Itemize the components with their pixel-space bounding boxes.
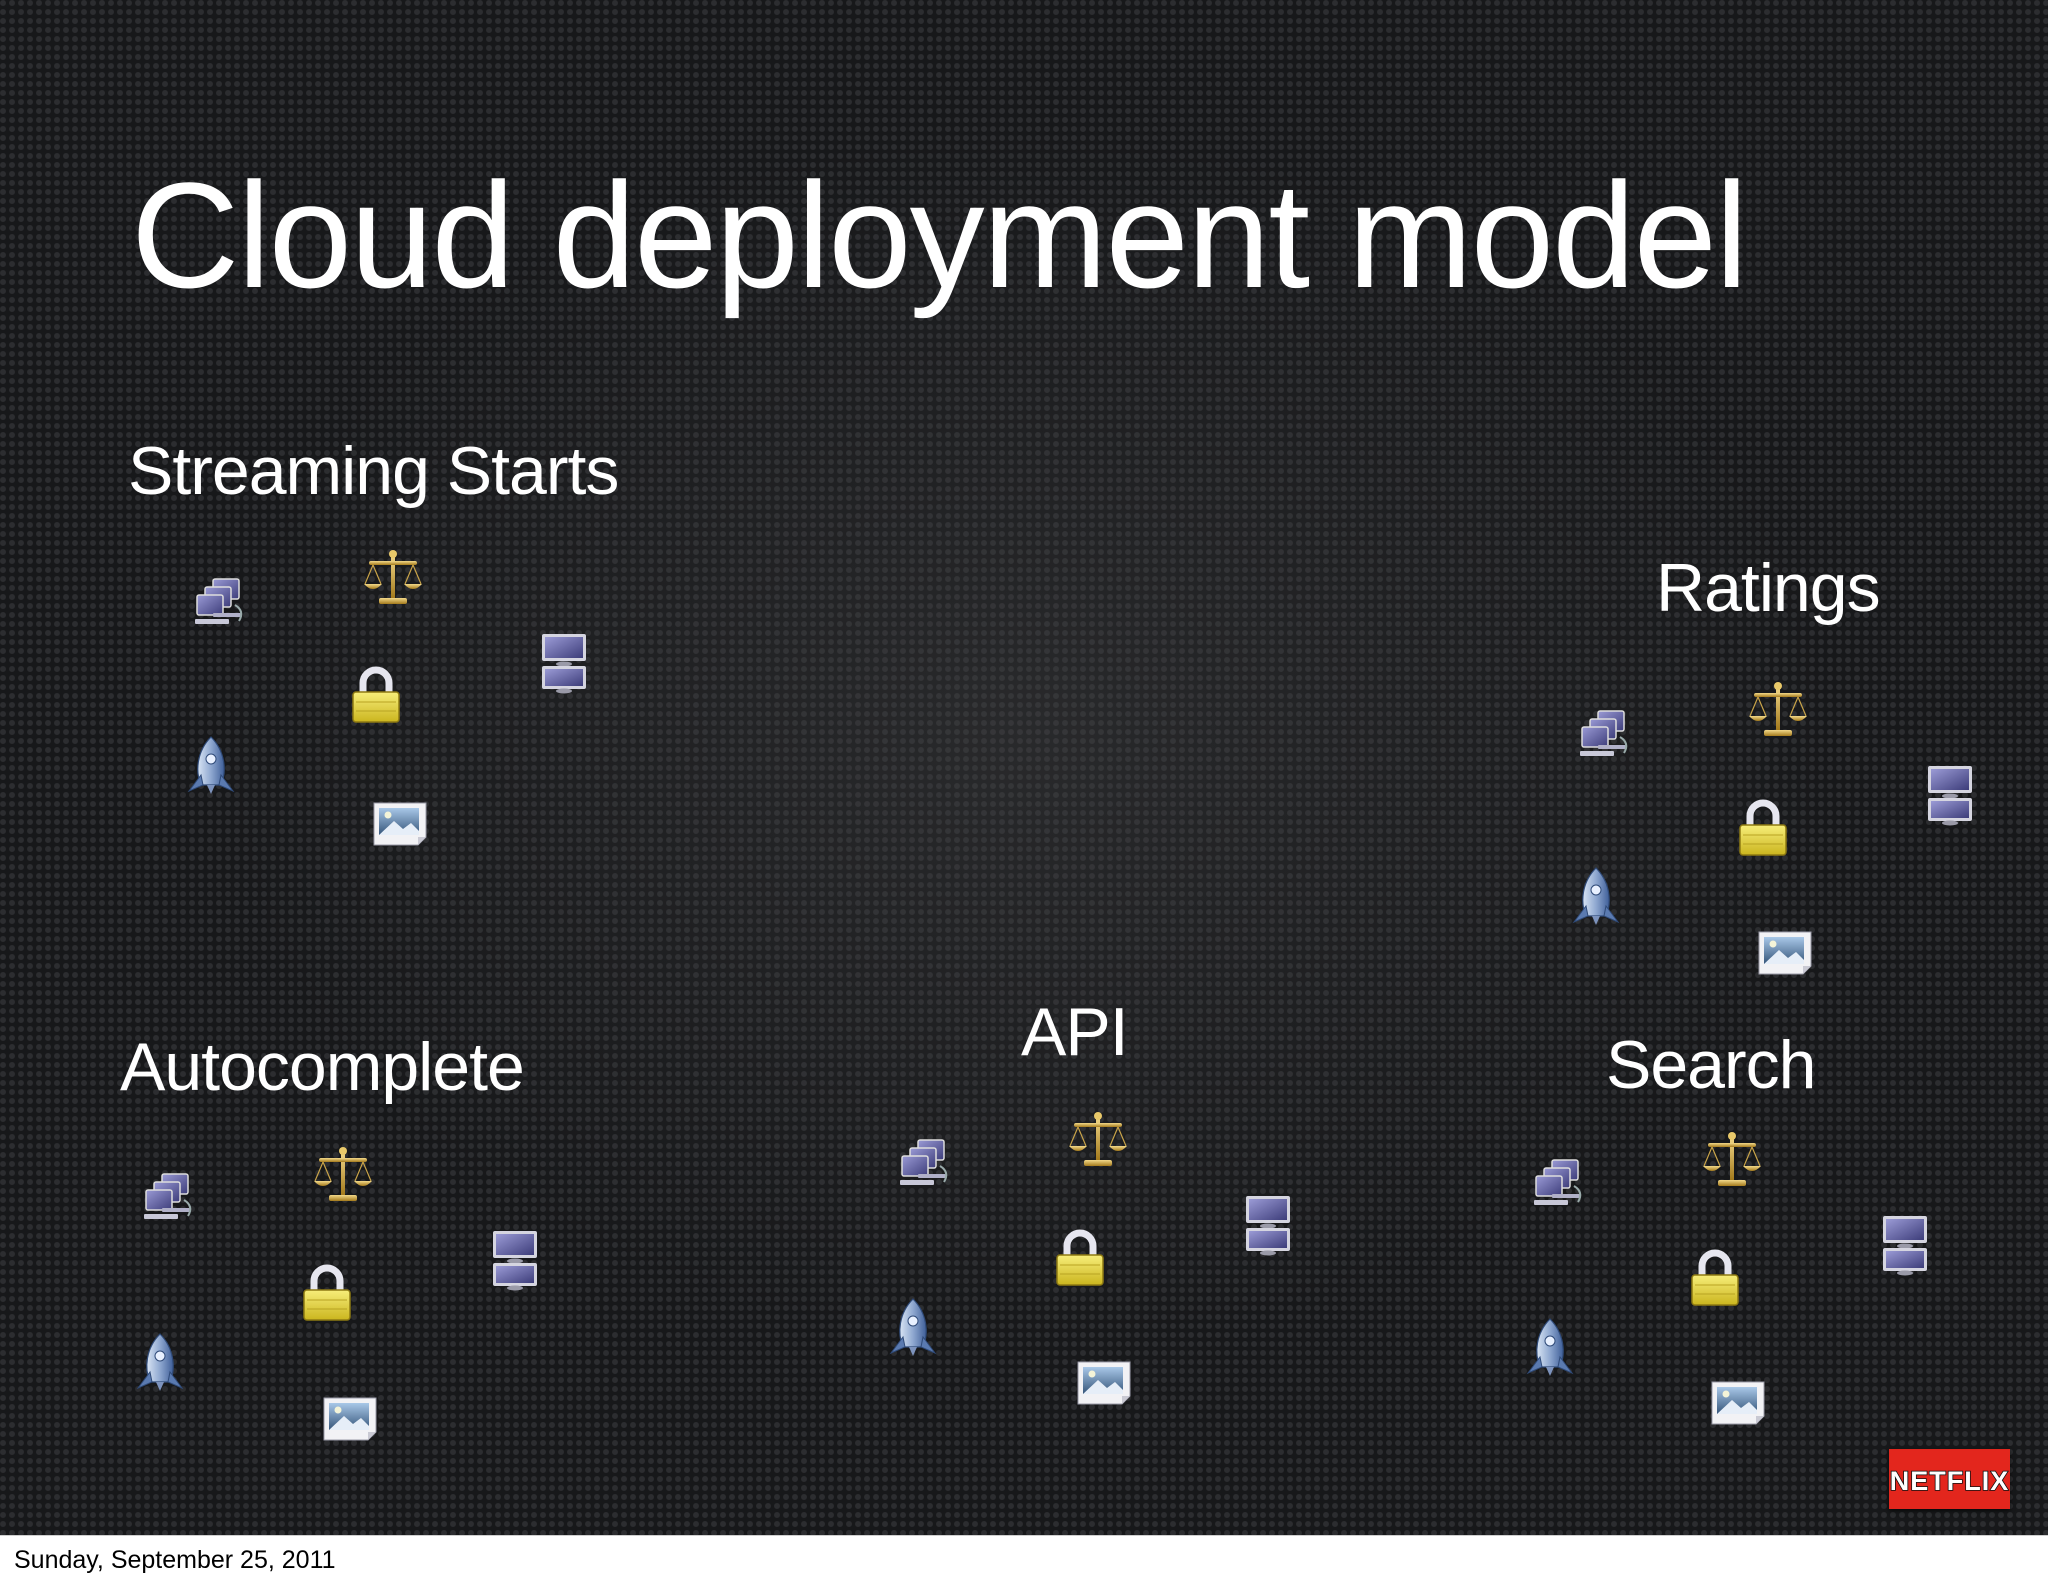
network-computers-icon xyxy=(1576,707,1636,767)
lock-icon xyxy=(1685,1248,1745,1308)
rocket-icon xyxy=(130,1332,190,1392)
group-label-streaming-starts: Streaming Starts xyxy=(128,433,619,509)
network-computers-icon xyxy=(191,575,251,635)
network-computers-icon xyxy=(896,1136,956,1196)
image-file-icon xyxy=(1708,1372,1768,1432)
slide-title: Cloud deployment model xyxy=(131,151,1748,319)
lock-icon xyxy=(1733,798,1793,858)
balance-scale-icon xyxy=(313,1145,373,1205)
image-file-icon xyxy=(320,1388,380,1448)
rocket-icon xyxy=(181,735,241,795)
group-label-ratings: Ratings xyxy=(1656,550,1881,626)
stacked-monitors-icon xyxy=(534,633,594,694)
balance-scale-icon xyxy=(363,548,423,608)
group-label-api: API xyxy=(1021,994,1129,1070)
network-computers-icon xyxy=(1530,1156,1590,1216)
image-file-icon xyxy=(1755,922,1815,982)
stacked-monitors-icon xyxy=(1920,765,1980,826)
netflix-logo: NETFLIX xyxy=(1889,1449,2010,1509)
stacked-monitors-icon xyxy=(485,1230,545,1291)
group-label-search: Search xyxy=(1606,1027,1816,1103)
lock-icon xyxy=(346,665,406,725)
image-file-icon xyxy=(1074,1352,1134,1412)
balance-scale-icon xyxy=(1702,1130,1762,1190)
lock-icon xyxy=(1050,1228,1110,1288)
network-computers-icon xyxy=(140,1170,200,1230)
image-file-icon xyxy=(370,793,430,853)
stacked-monitors-icon xyxy=(1875,1215,1935,1276)
rocket-icon xyxy=(1520,1317,1580,1377)
stacked-monitors-icon xyxy=(1238,1195,1298,1256)
footer-bar: Sunday, September 25, 2011 xyxy=(0,1535,2048,1577)
slide: Cloud deployment model Streaming Starts … xyxy=(0,0,2048,1535)
balance-scale-icon xyxy=(1748,680,1808,740)
rocket-icon xyxy=(883,1297,943,1357)
group-label-autocomplete: Autocomplete xyxy=(120,1029,525,1105)
balance-scale-icon xyxy=(1068,1110,1128,1170)
netflix-logo-text: NETFLIX xyxy=(1890,1466,2010,1496)
footer-date: Sunday, September 25, 2011 xyxy=(14,1546,336,1574)
rocket-icon xyxy=(1566,866,1626,926)
lock-icon xyxy=(297,1263,357,1323)
